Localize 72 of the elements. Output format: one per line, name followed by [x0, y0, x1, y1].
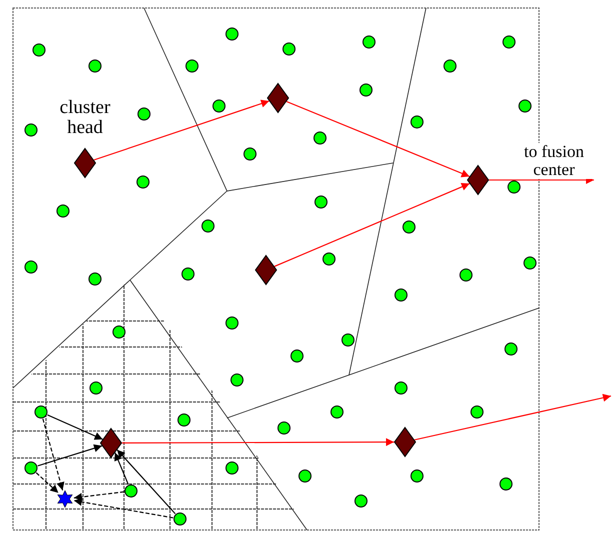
sensor-node: [89, 381, 103, 395]
cluster-head-diamond: [255, 255, 277, 285]
sensor-node: [243, 147, 257, 161]
sensor-node: [459, 268, 473, 282]
sensor-node: [394, 381, 408, 395]
sensor-node: [225, 27, 239, 41]
cluster-head-diamond: [100, 428, 122, 458]
sensor-node: [212, 99, 226, 113]
cluster-head-diamond: [267, 83, 289, 113]
arrow: [36, 472, 59, 494]
sensor-node: [225, 316, 239, 330]
arrow: [286, 100, 470, 178]
sensor-node: [230, 373, 244, 387]
cluster-head-diamond: [74, 148, 96, 178]
arrow: [94, 100, 270, 161]
sensor-node: [24, 461, 38, 475]
sensor-node: [359, 83, 373, 97]
sensor-node: [298, 469, 312, 483]
sink-star: [56, 490, 74, 508]
arrow: [116, 449, 176, 514]
sensor-node: [277, 421, 291, 435]
arrow: [42, 418, 64, 490]
sensor-node: [24, 260, 38, 274]
sensor-node: [354, 494, 368, 508]
sensor-node: [502, 35, 516, 49]
arrow: [489, 176, 594, 184]
sensor-node: [504, 342, 518, 356]
sensor-node: [56, 204, 70, 218]
sensor-node: [34, 405, 48, 419]
arrow: [74, 491, 124, 501]
sensor-node: [499, 477, 513, 491]
sensor-node: [410, 115, 424, 129]
sensor-node: [185, 59, 199, 73]
sensor-node: [173, 512, 187, 526]
sensor-node: [314, 195, 328, 209]
sensor-node: [88, 59, 102, 73]
arrow: [414, 394, 612, 440]
sensor-node: [443, 59, 457, 73]
sensor-node: [523, 256, 537, 270]
sensor-node: [24, 123, 38, 137]
sensor-node: [88, 272, 102, 286]
sensor-node: [470, 405, 484, 419]
sensor-node: [322, 252, 336, 266]
sensor-node: [124, 484, 138, 498]
cluster-head-diamond: [467, 165, 489, 195]
sensor-node: [201, 219, 215, 233]
sensor-node: [181, 267, 195, 281]
sensor-node: [410, 469, 424, 483]
sensor-node: [362, 35, 376, 49]
arrow: [122, 438, 394, 446]
arrow: [74, 498, 174, 518]
sensor-node: [225, 461, 239, 475]
arrow: [274, 183, 470, 267]
sensor-node: [177, 413, 191, 427]
arrow: [114, 452, 129, 485]
sensor-node: [313, 131, 327, 145]
sensor-node: [112, 325, 126, 339]
sensor-node: [290, 349, 304, 363]
sensor-node: [32, 43, 46, 57]
sensor-node: [507, 180, 521, 194]
cluster-head-diamond: [394, 427, 416, 457]
sensor-node: [394, 288, 408, 302]
sensor-node: [341, 333, 355, 347]
sensor-node: [282, 42, 296, 56]
sensor-node: [137, 107, 151, 121]
sensor-node: [402, 220, 416, 234]
sensor-node: [518, 99, 532, 113]
sensor-node: [136, 175, 150, 189]
sensor-node: [330, 405, 344, 419]
arrow: [47, 414, 103, 440]
arrow: [38, 444, 102, 466]
node-caption: cluster head: [58, 98, 112, 138]
